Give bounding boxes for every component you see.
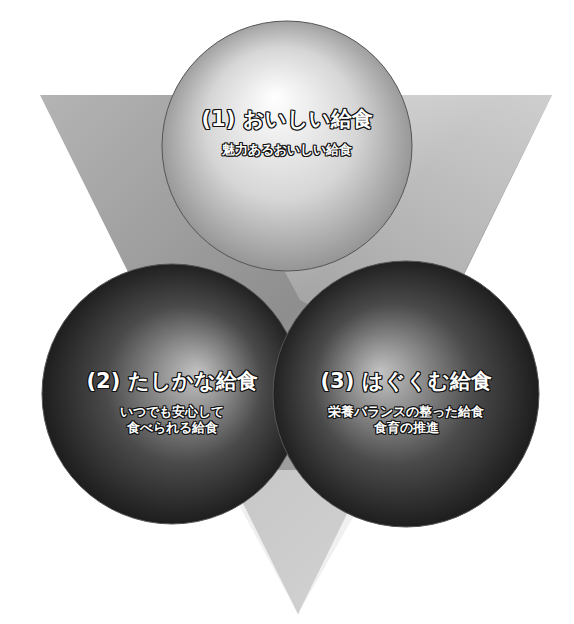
sphere-shape bbox=[41, 263, 303, 525]
sphere-circle bbox=[273, 261, 539, 527]
sphere-texts: (2) たしかな給食いつでも安心して 食べられる給食 bbox=[41, 368, 303, 437]
sphere-node: (2) たしかな給食いつでも安心して 食べられる給食 bbox=[41, 263, 303, 525]
sphere-circle bbox=[42, 264, 302, 524]
sphere-caption: いつでも安心して 食べられる給食 bbox=[97, 404, 247, 437]
sphere-texts: (3) はぐくむ給食栄養バランスの整った給食食育の推進 bbox=[272, 368, 540, 437]
sphere-circle bbox=[162, 21, 412, 271]
sphere-heading: (3) はぐくむ給食 bbox=[320, 368, 491, 394]
sphere-caption: 栄養バランスの整った給食 bbox=[328, 404, 484, 420]
sphere-texts: (1) おいしい給食魅力あるおいしい給食 bbox=[161, 106, 413, 159]
sphere-caption: 魅力あるおいしい給食 bbox=[222, 142, 352, 158]
sphere-caption: 食育の推進 bbox=[374, 420, 439, 436]
sphere-heading: (2) たしかな給食 bbox=[86, 368, 257, 394]
sphere-node: (1) おいしい給食魅力あるおいしい給食 bbox=[161, 20, 413, 272]
sphere-node: (3) はぐくむ給食栄養バランスの整った給食食育の推進 bbox=[272, 260, 540, 528]
sphere-shape bbox=[272, 260, 540, 528]
sphere-heading: (1) おいしい給食 bbox=[201, 106, 372, 132]
